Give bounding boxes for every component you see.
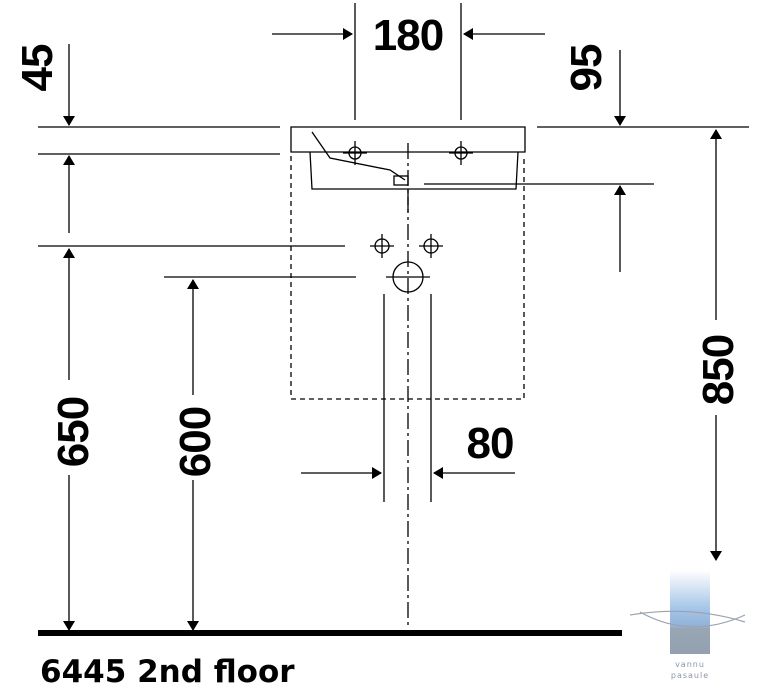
tap-hole-right-icon [449,141,473,165]
supply-connection-right-icon [419,234,443,258]
extension-lines [38,3,749,278]
vannu-pasaule-logo-icon: vannu pasaule [629,570,746,680]
dim-label-left-height: 45 [13,44,62,91]
dim-label-total-height: 850 [694,335,743,405]
dim-label-top-width: 180 [373,11,443,60]
dim-label-waste-height: 600 [171,407,220,477]
tap-hole-left-icon [343,141,367,165]
logo-text-line1: vannu [675,660,705,669]
basin-outline [290,126,526,190]
dim-label-right-height: 95 [562,44,611,91]
dim-label-connection-height: 650 [49,397,98,467]
logo-text-line2: pasaule [671,671,709,680]
product-code-caption: 6445 2nd floor [40,654,295,690]
dimension-arrows [63,28,722,631]
dim-label-pipe-spacing: 80 [467,419,514,468]
supply-connection-left-icon [370,234,394,258]
